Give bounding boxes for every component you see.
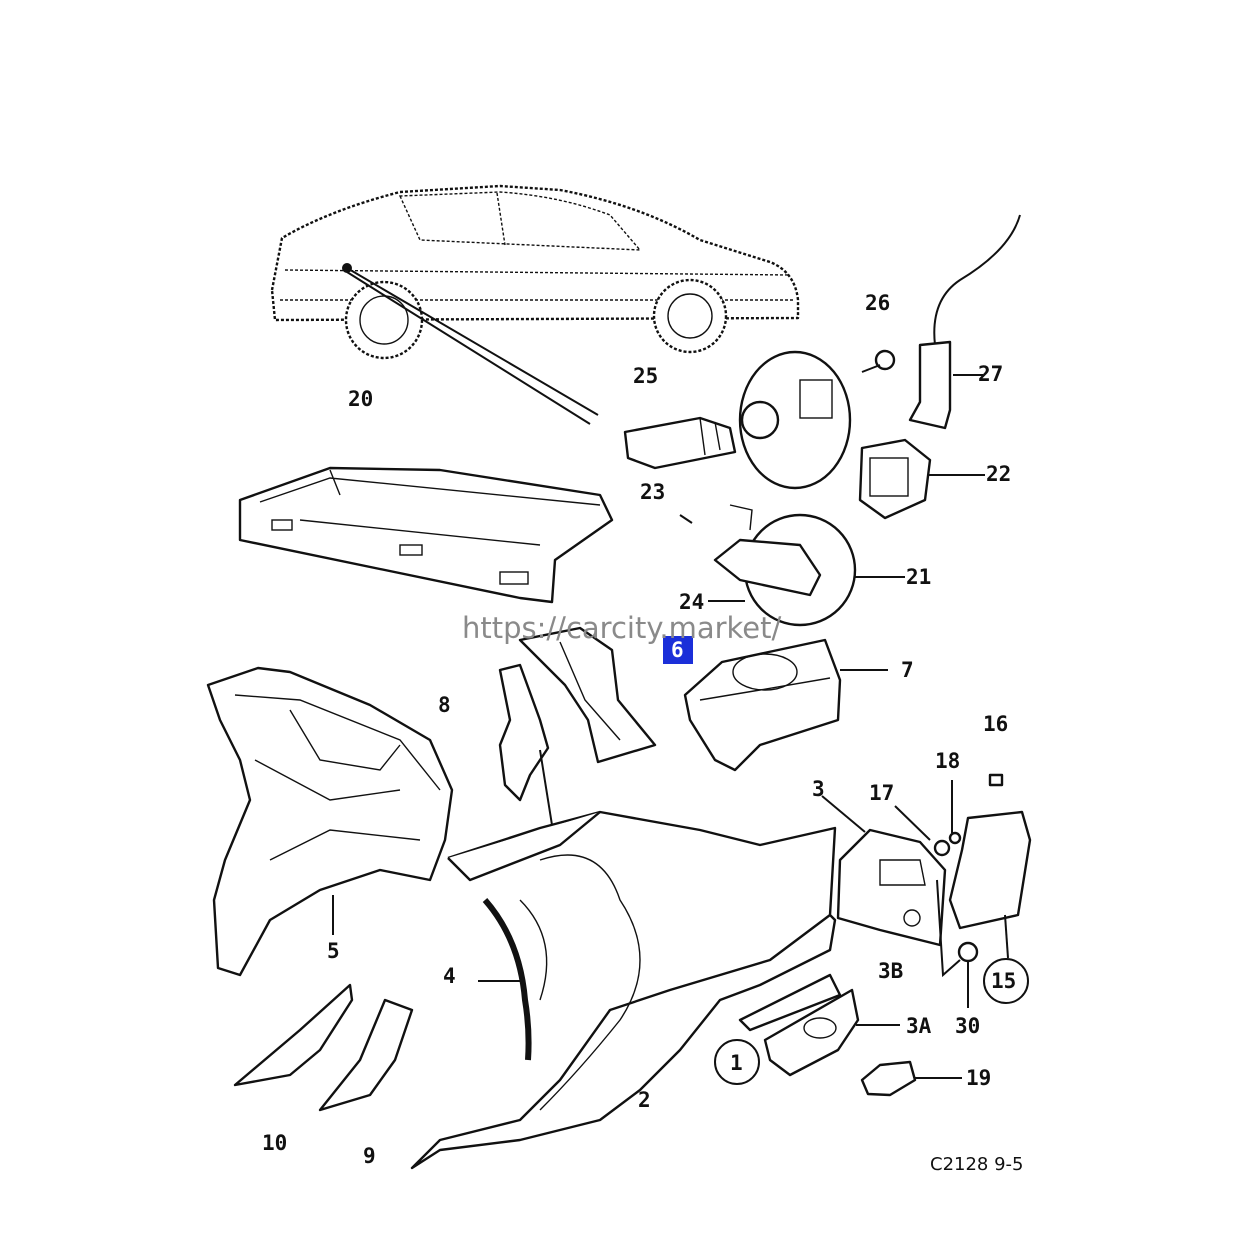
tail-lamp-housing: [836, 828, 947, 947]
seal-strip: [482, 898, 532, 1061]
callout-19[interactable]: 19: [966, 1066, 991, 1090]
quarter-panel: [410, 810, 837, 1170]
callout-9[interactable]: 9: [363, 1144, 376, 1168]
lamp-15: [948, 810, 1032, 930]
callout-3b[interactable]: 3B: [878, 959, 903, 983]
bolt-26: [861, 349, 896, 373]
inner-wheelhouse: [206, 666, 454, 977]
fuel-filler-housing: [683, 638, 842, 772]
callout-20[interactable]: 20: [348, 387, 373, 411]
bracket-3a: [738, 973, 860, 1077]
inner-pillar: [518, 626, 657, 764]
callout-18[interactable]: 18: [935, 749, 960, 773]
fuel-door-upper: [738, 350, 852, 490]
fuel-door-lower: [713, 504, 857, 627]
callout-3a[interactable]: 3A: [906, 1014, 932, 1038]
parcel-shelf: [238, 466, 614, 604]
callout-circle-1: [714, 1039, 760, 1085]
callout-15[interactable]: 15: [991, 969, 1016, 993]
callout-10[interactable]: 10: [262, 1131, 287, 1155]
drawing-code: C2128 9-5: [930, 1154, 1024, 1175]
callout-22[interactable]: 22: [986, 462, 1011, 486]
callout-26[interactable]: 26: [865, 291, 890, 315]
car-silhouette: [270, 184, 800, 425]
callout-24[interactable]: 24: [679, 590, 704, 614]
callout-5[interactable]: 5: [327, 939, 340, 963]
callout-25[interactable]: 25: [633, 364, 658, 388]
callout-2[interactable]: 2: [638, 1088, 651, 1112]
callout-4[interactable]: 4: [443, 964, 456, 988]
callout-21[interactable]: 21: [906, 565, 931, 589]
small-panels: [233, 983, 414, 1112]
callout-7[interactable]: 7: [901, 658, 914, 682]
callout-17[interactable]: 17: [869, 781, 894, 805]
watermark-url[interactable]: https://carcity.market/: [462, 611, 781, 645]
callout-16[interactable]: 16: [983, 712, 1008, 736]
callout-8[interactable]: 8: [438, 693, 451, 717]
actuator: [623, 416, 737, 470]
leader-lines: [332, 374, 1009, 1079]
callout-circle-15: [983, 958, 1029, 1004]
highlight-box: [663, 636, 693, 664]
callout-3[interactable]: 3: [812, 777, 825, 801]
callout-30[interactable]: 30: [955, 1014, 980, 1038]
callout-6[interactable]: 6: [671, 638, 684, 662]
callout-23[interactable]: 23: [640, 480, 665, 504]
grommet-19: [860, 1060, 917, 1097]
callout-1[interactable]: 1: [730, 1051, 743, 1075]
sensor-27: [908, 214, 1021, 430]
callout-27[interactable]: 27: [978, 362, 1003, 386]
bracket-8: [498, 663, 550, 802]
gasket: [858, 438, 932, 520]
